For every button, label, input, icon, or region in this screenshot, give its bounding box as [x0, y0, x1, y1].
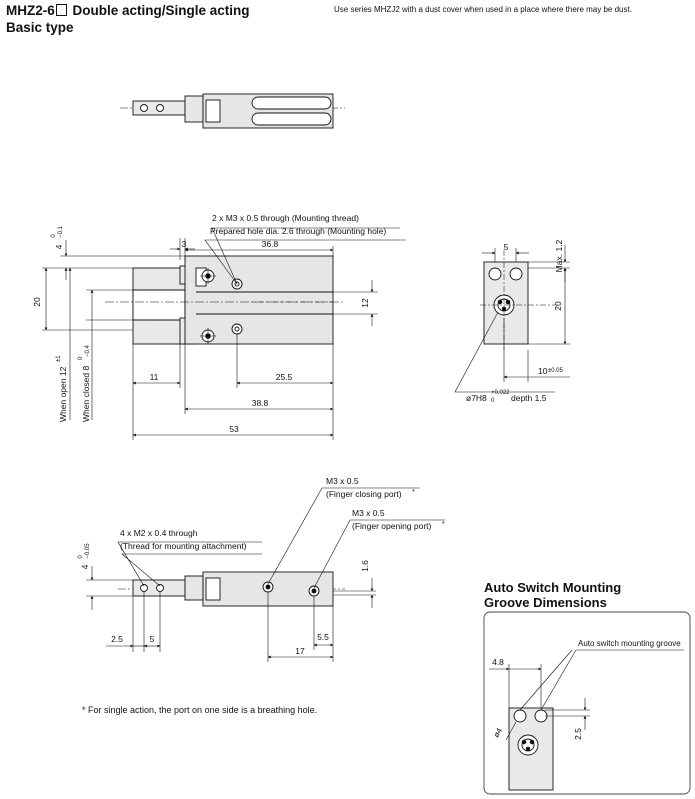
bottom-dim-5-5: 5.5 [317, 632, 329, 642]
bottom-view-dimensions [86, 487, 445, 662]
dim-38-8: 38.8 [252, 398, 269, 408]
mount-callout-line2: Prepared hole dia. 2.6 through (Mounting… [210, 226, 386, 236]
end-dim-10: 10 [538, 366, 548, 376]
groove-dimensions [489, 649, 684, 741]
end-dim-5: 5 [504, 242, 509, 252]
groove-dim-4-8: 4.8 [492, 657, 504, 667]
dim-when-closed-tol: −0.4 [85, 344, 91, 357]
end-dim-max: Max. 1.2 [554, 239, 564, 272]
end-view-body [480, 250, 560, 350]
dim-when-open-tol: ±1 [56, 355, 62, 362]
groove-dim-phi4: ø4 [492, 726, 505, 739]
bore-callout: ø7H8 [466, 393, 487, 403]
dim-36-8: 36.8 [262, 239, 279, 249]
bore-callout-tol-bot: 0 [491, 398, 495, 404]
groove-title-line1: Auto Switch Mounting [484, 580, 622, 595]
dim-4-tol-top: 0 [51, 234, 57, 238]
page-title: MHZ2-6 Double acting/Single acting Basic… [6, 2, 250, 36]
bottom-dim-4: 4 [80, 564, 90, 569]
bottom-dim-4-tol-top: 0 [78, 555, 84, 559]
dim-11: 11 [150, 372, 159, 382]
dim-4: 4 [54, 244, 64, 249]
closing-port-asterisk: * [412, 489, 415, 496]
opening-port-line1: M3 x 0.5 [352, 508, 385, 518]
attachment-thread-line2: (Thread for mounting attachment) [120, 541, 247, 551]
title-basic-type: Basic type [6, 20, 74, 35]
groove-callout: Auto switch mounting groove [578, 639, 681, 648]
bottom-dim-5: 5 [150, 634, 155, 644]
dim-4-tol-bot: −0.1 [58, 225, 64, 238]
groove-section-title: Auto Switch Mounting Groove Dimensions [484, 580, 621, 610]
closing-port-line2: (Finger closing port) [326, 489, 402, 499]
dim-53: 53 [229, 424, 239, 434]
end-view-dimensions [454, 245, 570, 393]
dim-when-closed-tol-top: 0 [78, 356, 84, 360]
single-action-footnote: * For single action, the port on one sid… [82, 705, 318, 715]
title-model: MHZ2-6 [6, 3, 55, 18]
bottom-dim-2-5: 2.5 [111, 634, 123, 644]
end-dim-20: 20 [553, 301, 563, 311]
groove-title-line2: Groove Dimensions [484, 595, 607, 610]
mount-callout-line1: 2 x M3 x 0.5 through (Mounting thread) [212, 213, 359, 223]
dim-20: 20 [32, 297, 42, 307]
bore-callout-tol-top: +0.022 [491, 390, 510, 396]
dust-cover-note: Use series MHZJ2 with a dust cover when … [334, 5, 632, 14]
end-dim-10-tol: ±0.05 [548, 368, 564, 374]
main-view-dimensions [42, 227, 406, 440]
opening-port-line2: (Finger opening port) [352, 521, 432, 531]
opening-port-asterisk: * [442, 521, 445, 528]
groove-dim-2-5: 2.5 [573, 728, 583, 740]
closing-port-line1: M3 x 0.5 [326, 476, 359, 486]
dim-when-closed: When closed 8 [81, 366, 91, 422]
dim-25-5: 25.5 [276, 372, 293, 382]
bottom-view-body [118, 571, 345, 607]
attachment-thread-line1: 4 x M2 x 0.4 through [120, 528, 198, 538]
top-view-small [120, 93, 345, 129]
dim-when-open: When open 12 [58, 366, 68, 422]
dim-12: 12 [360, 298, 370, 308]
groove-detail [483, 611, 691, 795]
dim-3: 3 [182, 239, 187, 249]
title-action-type: Double acting/Single acting [72, 3, 250, 18]
bottom-dim-4-tol-bot: −0.05 [85, 543, 91, 559]
bore-callout-depth: depth 1.5 [511, 393, 547, 403]
main-view-body [105, 255, 345, 345]
bottom-dim-17: 17 [295, 646, 305, 656]
bottom-dim-1-6: 1.6 [360, 560, 370, 572]
model-suffix-box [55, 4, 67, 16]
